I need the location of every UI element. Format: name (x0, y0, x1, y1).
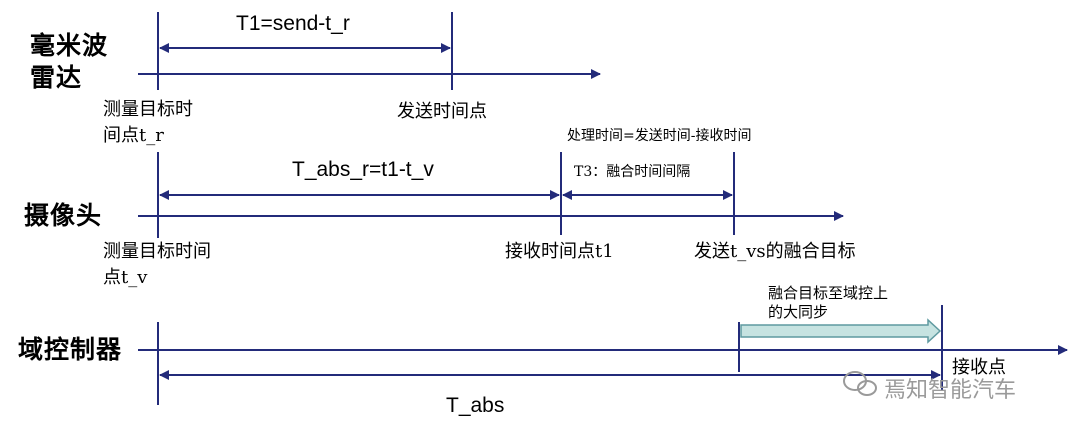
radar-t1-label: T1=send-t_r (236, 12, 350, 35)
lane-title-radar-line2: 雷达 (30, 63, 83, 92)
processing-time-note: 处理时间=发送时间-接收时间 (567, 128, 752, 144)
camera-t3-label: T3：融合时间间隔 (574, 164, 691, 180)
radar-measure-label-line2: 间点t_r (103, 125, 164, 146)
camera-send-fusion-label: 发送t_vs的融合目标 (694, 241, 856, 262)
camera-measure-label-line2: 点t_v (103, 267, 148, 288)
lane-title-camera: 摄像头 (24, 201, 103, 230)
camera-receive-point-label: 接收时间点t1 (505, 241, 614, 262)
domain-receive-point-label: 接收点 (952, 357, 1006, 378)
sync-label-line2: 的大同步 (768, 303, 829, 321)
camera-measure-label-line1: 测量目标时间 (103, 241, 211, 262)
watermark-text: 焉知智能汽车 (884, 378, 1017, 403)
lane-title-domain-controller: 域控制器 (18, 335, 123, 364)
camera-abs-label: T_abs_r=t1-t_v (292, 158, 434, 181)
radar-send-point-label: 发送时间点 (397, 101, 487, 122)
domain-abs-label: T_abs (446, 394, 505, 417)
lane-title-radar-line1: 毫米波 (30, 31, 109, 60)
wechat-icon (843, 371, 877, 396)
sync-label-line1: 融合目标至域控上 (768, 284, 889, 302)
sync-block-arrow (740, 318, 942, 344)
radar-measure-label-line1: 测量目标时 (103, 99, 193, 120)
